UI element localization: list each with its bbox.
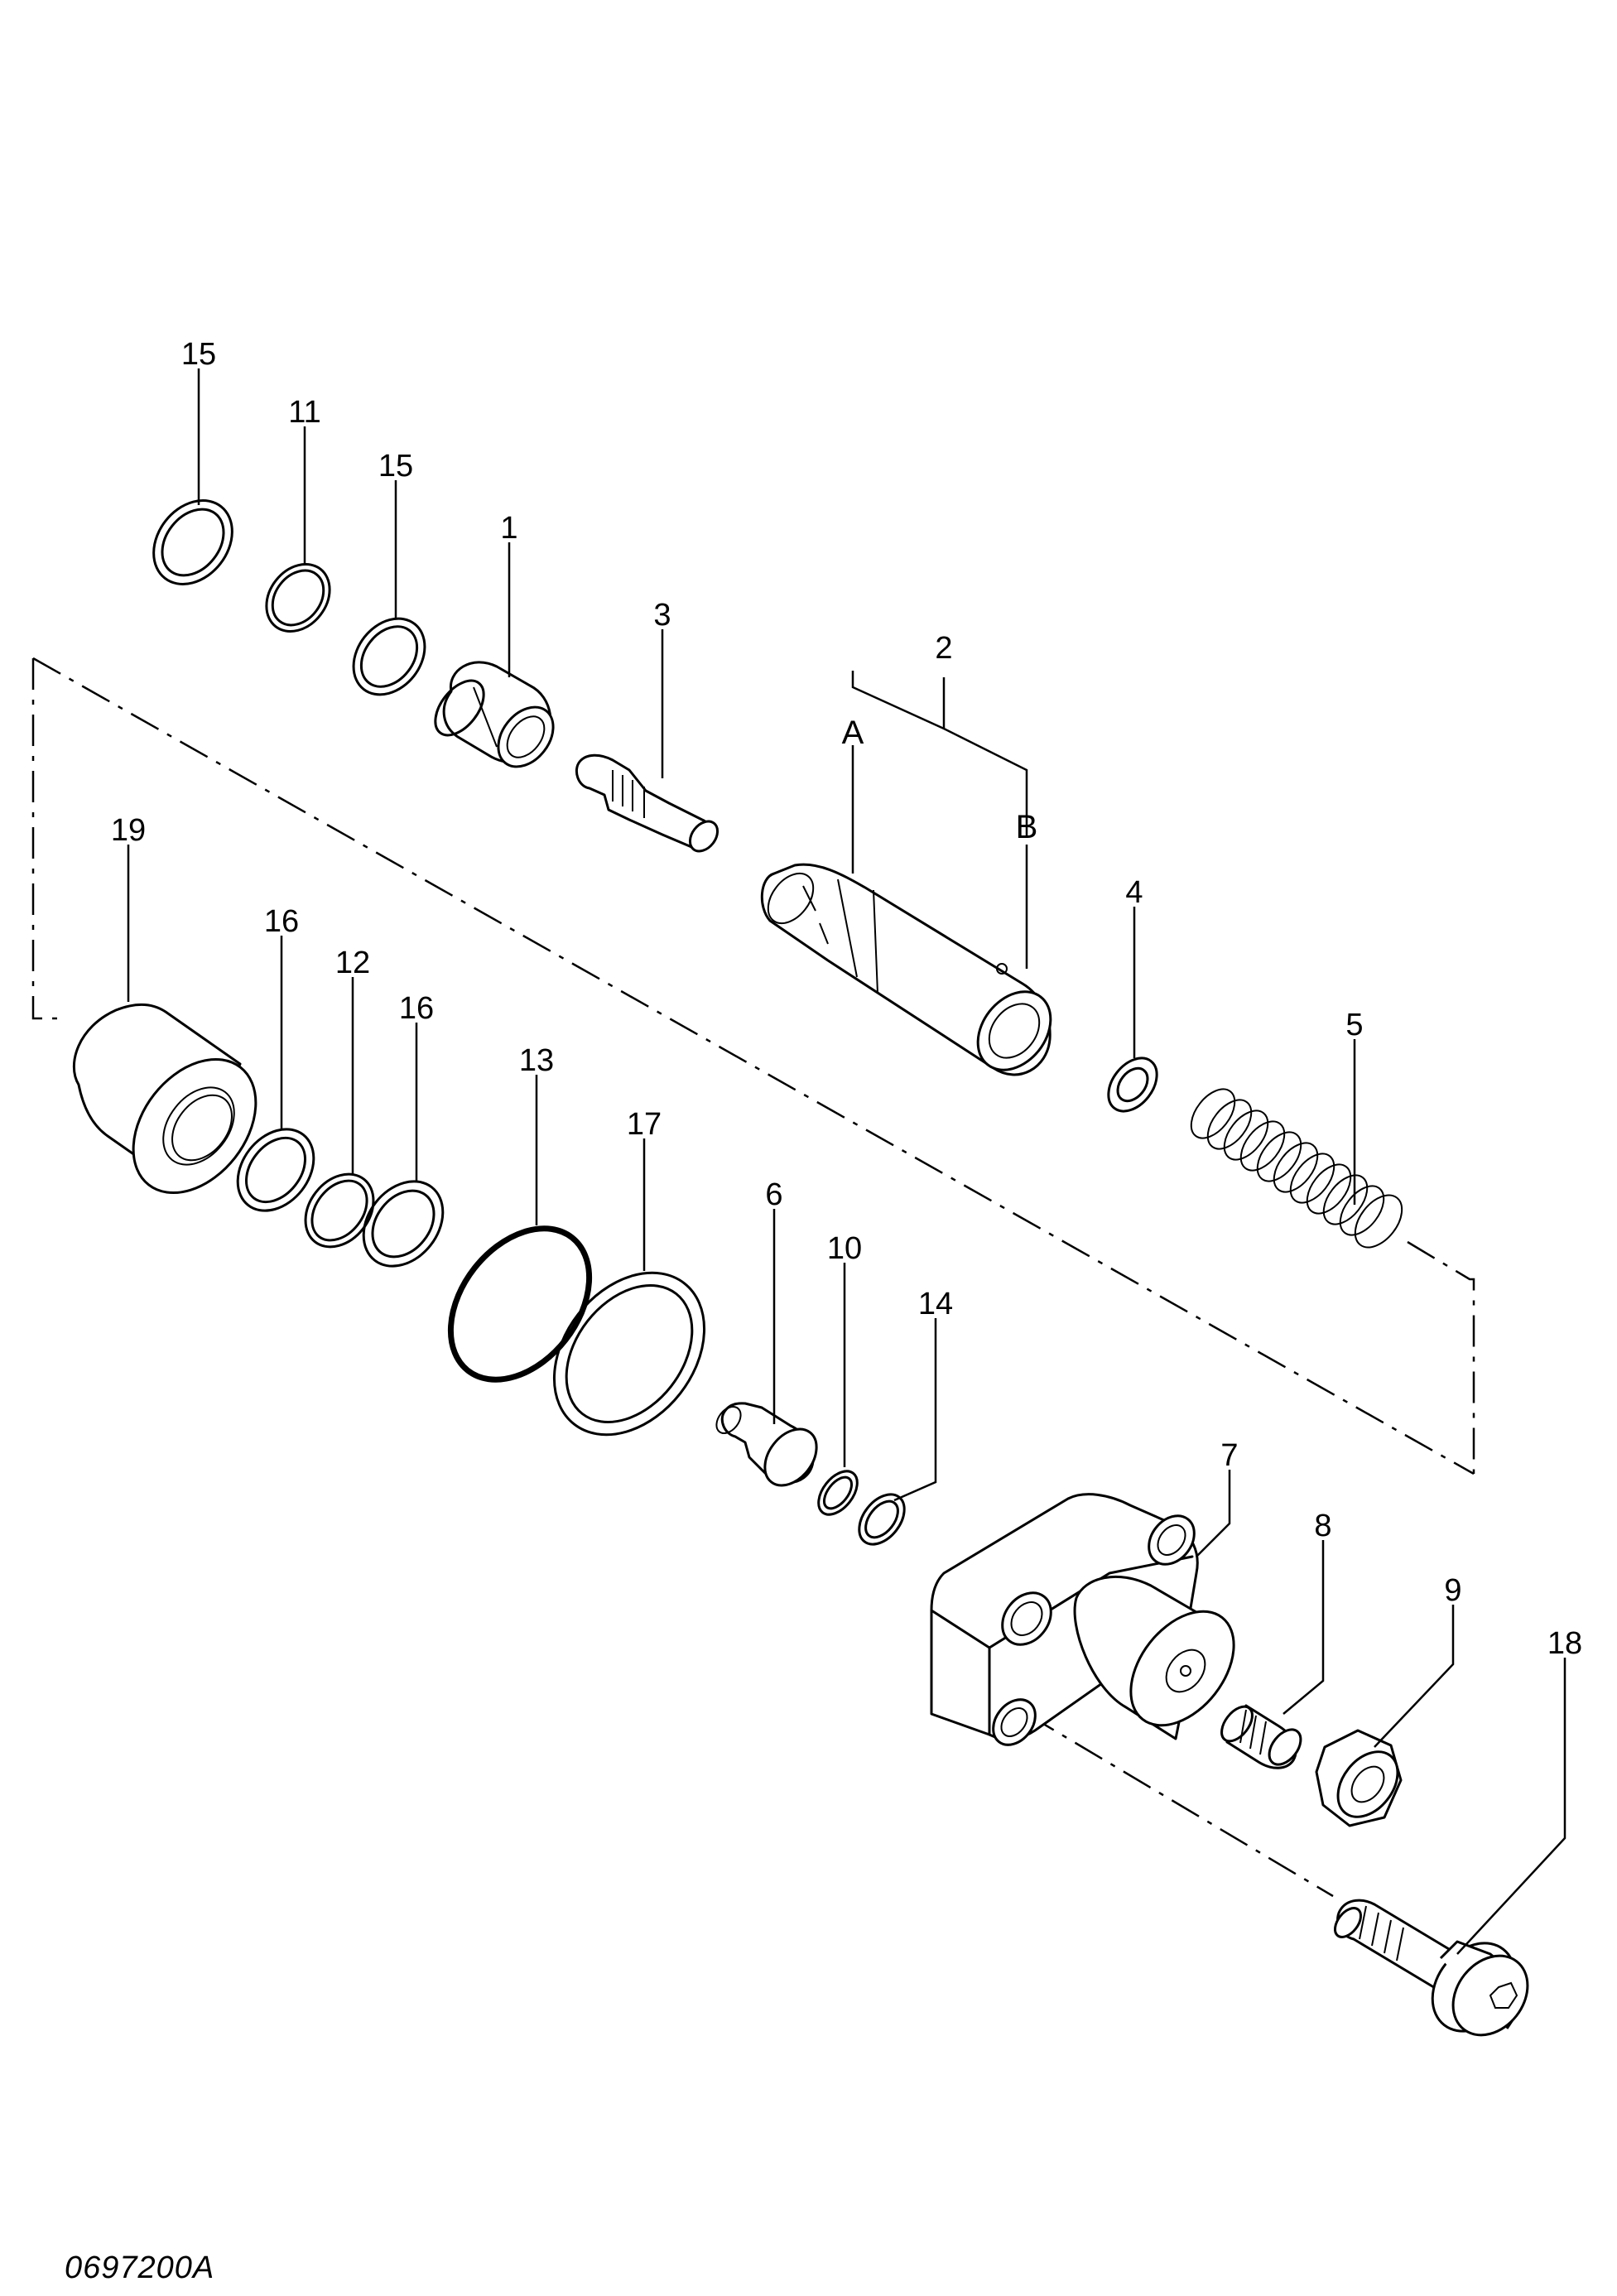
part-6-plug: [715, 1402, 818, 1487]
callout-10: 10: [827, 1231, 862, 1266]
callout-11: 11: [288, 395, 320, 430]
part-13-o-ring-large: [447, 1225, 593, 1383]
callout-12: 12: [335, 946, 370, 980]
part-7-cover: [930, 1493, 1235, 1746]
part-19-housing: [72, 1003, 257, 1195]
part-10-o-ring-small: [817, 1470, 859, 1516]
callout-15a: 15: [181, 337, 216, 372]
assembly-centerlines: [31, 657, 1475, 1898]
callout-8: 8: [1314, 1509, 1331, 1543]
part-16-backup-ring-lower-second: [362, 1180, 445, 1268]
callout-17: 17: [627, 1107, 662, 1142]
callout-7: 7: [1220, 1438, 1238, 1473]
callout-5: 5: [1345, 1008, 1363, 1042]
part-12-o-ring: [304, 1172, 375, 1249]
part-1-sleeve: [434, 661, 555, 768]
callout-16b: 16: [399, 991, 434, 1026]
callout-2-a: A: [842, 715, 864, 751]
drawing-number: 0697200A: [65, 2250, 215, 2285]
callout-1: 1: [500, 511, 517, 546]
part-16-backup-ring-lower: [236, 1128, 315, 1212]
part-18-cap-screw: [1333, 1899, 1529, 2037]
callout-9: 9: [1444, 1573, 1461, 1608]
callout-16a: 16: [264, 904, 299, 939]
part-8-set-screw: [1220, 1704, 1302, 1769]
callout-3: 3: [653, 598, 671, 633]
callout-13: 13: [519, 1043, 554, 1078]
callout-18: 18: [1547, 1626, 1582, 1661]
callout-15b: 15: [378, 449, 413, 484]
part-4-washer: [1107, 1057, 1158, 1113]
leader-lines: [127, 368, 1566, 1955]
part-3-spool: [575, 753, 719, 853]
part-9-nut: [1315, 1729, 1403, 1827]
part-17-backup-ring-large: [552, 1271, 706, 1437]
callout-6: 6: [765, 1177, 782, 1212]
callout-14: 14: [918, 1287, 953, 1321]
part-2-valve-body: [760, 863, 1052, 1076]
callout-4: 4: [1125, 875, 1143, 910]
callout-2-b: B: [1016, 809, 1038, 845]
part-15-backup-ring-upper: [152, 499, 233, 585]
callout-2: 2: [935, 631, 952, 666]
callout-labels: 15 11 15 1 3 2 A B 4 5 19 16 12 16 13 17…: [111, 337, 1582, 1661]
part-5-spring: [1190, 1088, 1403, 1249]
part-11-o-ring: [265, 562, 331, 633]
part-15-backup-ring-second: [352, 617, 426, 696]
callout-19: 19: [111, 813, 146, 848]
